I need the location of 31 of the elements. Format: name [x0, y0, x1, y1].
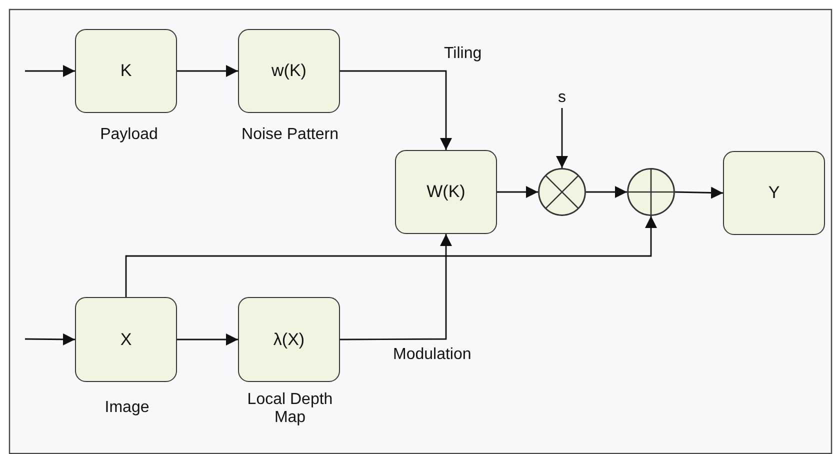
process-box	[238, 29, 340, 113]
arrow	[125, 216, 657, 297]
symbol-label: X	[120, 330, 132, 350]
arrow	[674, 186, 724, 199]
arrow	[25, 65, 75, 77]
edge-label: Tiling	[442, 45, 484, 63]
arrow	[25, 333, 75, 346]
symbol-label: w(K)	[272, 61, 306, 81]
process-box	[238, 297, 340, 382]
arrow	[340, 70, 452, 150]
block-caption: Noise Pattern	[240, 126, 340, 144]
summing-junction	[627, 168, 675, 216]
arrow	[177, 65, 238, 77]
arrow	[177, 334, 238, 346]
process-box	[75, 29, 177, 113]
block-caption: Image	[104, 399, 150, 417]
block-caption: Local Depth Map	[246, 391, 334, 427]
arrow	[340, 234, 452, 340]
arrow	[497, 186, 538, 198]
symbol-label: K	[120, 61, 132, 81]
symbol-label: λ(X)	[273, 330, 305, 350]
symbol-label: s	[558, 89, 566, 107]
multiplier-junction	[538, 168, 586, 216]
process-box	[723, 151, 825, 235]
arrow	[556, 108, 568, 168]
block-caption: Payload	[99, 126, 159, 144]
arrow	[586, 186, 627, 198]
symbol-label: Y	[768, 183, 780, 203]
process-box	[395, 150, 497, 234]
process-box	[75, 297, 177, 382]
symbol-label: W(K)	[426, 182, 466, 202]
